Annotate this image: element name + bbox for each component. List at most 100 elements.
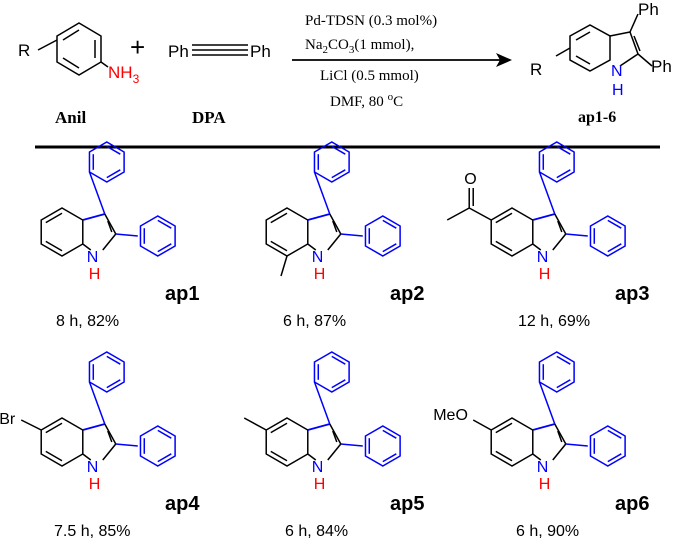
pyrrole-bond <box>104 423 117 445</box>
benzo-double-bond <box>270 422 288 434</box>
phenyl-c2 <box>364 215 401 257</box>
phenyl-c3 <box>538 141 575 183</box>
phenyl-c3-bond <box>538 171 556 215</box>
indole-h-atom: H <box>89 476 101 493</box>
pyrrole-bond <box>82 423 106 431</box>
phenyl-c2-bond <box>115 443 138 447</box>
pyrrole-double-bond <box>332 220 338 233</box>
phenyl-c2-bond <box>340 233 363 237</box>
phenyl-c2-double-bond <box>157 453 172 463</box>
phenyl-c3-double-bond <box>106 355 121 365</box>
aniline-amine: NH3 <box>108 63 140 86</box>
benzo-double-bond <box>270 240 288 252</box>
pyrrole-bond <box>554 423 567 445</box>
reaction-result: 7.5 h, 85% <box>54 523 131 540</box>
aniline-r-group: R <box>18 41 30 60</box>
pyrrole-bond <box>104 213 117 235</box>
phenyl-c2-ring <box>139 215 176 257</box>
indole-h-atom: H <box>89 266 101 283</box>
pyrrole-double-bond <box>557 430 563 443</box>
benzo-double-bond <box>495 212 513 224</box>
phenyl-c2-double-bond <box>382 243 397 253</box>
phenyl-c2 <box>139 215 176 257</box>
phenyl-c3-double-bond <box>106 379 121 389</box>
benzo-double-bond <box>45 450 63 462</box>
phenyl-c3-double-bond <box>556 145 571 155</box>
phenyl-c3-ring <box>538 351 575 393</box>
compound-label: ap3 <box>615 283 649 305</box>
dpa-ph-right: Ph <box>250 42 271 61</box>
methyl-7-bond <box>280 255 288 277</box>
phenyl-c2-ring <box>589 215 626 257</box>
acetyl-methyl-bond <box>446 207 470 221</box>
benzo-ring <box>40 207 84 257</box>
triple-bond <box>192 44 248 56</box>
oxygen-label: O <box>464 171 476 188</box>
phenyl-c2-bond <box>565 233 588 237</box>
reaction-result: 6 h, 84% <box>285 523 348 540</box>
reaction-arrowhead <box>496 53 512 67</box>
product-n-atom: N <box>611 63 623 80</box>
methoxy-bond <box>472 419 492 431</box>
phenyl-c2 <box>589 425 626 467</box>
label-product: ap1-6 <box>578 109 616 126</box>
phenyl-c2-bond <box>565 443 588 447</box>
indole-n-atom: N <box>537 459 549 476</box>
pyrrole-bond <box>532 213 556 221</box>
phenyl-c2-bond <box>115 233 138 237</box>
benzo-double-bond <box>495 450 513 462</box>
pyrrole-bond <box>82 213 106 221</box>
indole-n-atom: N <box>312 249 324 266</box>
phenyl-c2-double-bond <box>157 219 172 229</box>
phenyl-c2-double-bond <box>382 453 397 463</box>
condition-base: Na2CO3(1 mmol), <box>305 37 414 56</box>
benzo-double-bond <box>270 450 288 462</box>
phenyl-c3-ring <box>538 141 575 183</box>
benzo-double-bond <box>495 240 513 252</box>
pyrrole-double-bond <box>332 430 338 443</box>
phenyl-c3-bond <box>313 171 331 215</box>
compound-label: ap4 <box>165 493 200 515</box>
phenyl-c2-ring <box>589 425 626 467</box>
benzo-double-bond <box>45 422 63 434</box>
pyrrole-bond <box>102 443 117 461</box>
aniline-reactant <box>37 22 109 76</box>
pyrrole-bond <box>329 213 342 235</box>
benzo-ring <box>490 417 534 467</box>
phenyl-c2-double-bond <box>382 429 397 439</box>
product-r-group: R <box>530 60 542 79</box>
pyrrole-bond <box>102 233 117 251</box>
indole-n-atom: N <box>87 249 99 266</box>
pyrrole-bond <box>532 423 556 431</box>
bromo-label: Br <box>0 411 16 428</box>
phenyl-c2-ring <box>364 215 401 257</box>
indole-h-atom: H <box>314 266 326 283</box>
indole-n-atom: N <box>537 249 549 266</box>
pyrrole-bond <box>554 213 567 235</box>
phenyl-c3-double-bond <box>556 379 571 389</box>
phenyl-c2-double-bond <box>157 243 172 253</box>
indole-n-atom: N <box>312 459 324 476</box>
pyrrole-bond <box>532 453 542 461</box>
phenyl-c3-double-bond <box>331 169 346 179</box>
phenyl-c3-bond <box>88 171 106 215</box>
phenyl-c3-bond <box>88 381 106 425</box>
phenyl-c3-double-bond <box>106 169 121 179</box>
benzo-double-bond <box>45 240 63 252</box>
phenyl-c2-ring <box>139 425 176 467</box>
phenyl-c2 <box>364 425 401 467</box>
methyl-5-bond <box>243 417 267 431</box>
compound-label: ap6 <box>615 493 649 515</box>
benzo-ring <box>265 207 309 257</box>
phenyl-c3-double-bond <box>556 169 571 179</box>
product-ph-top: Ph <box>638 0 659 19</box>
phenyl-c3-ring <box>313 141 350 183</box>
indole-h-atom: H <box>539 266 551 283</box>
pyrrole-bond <box>307 453 317 461</box>
